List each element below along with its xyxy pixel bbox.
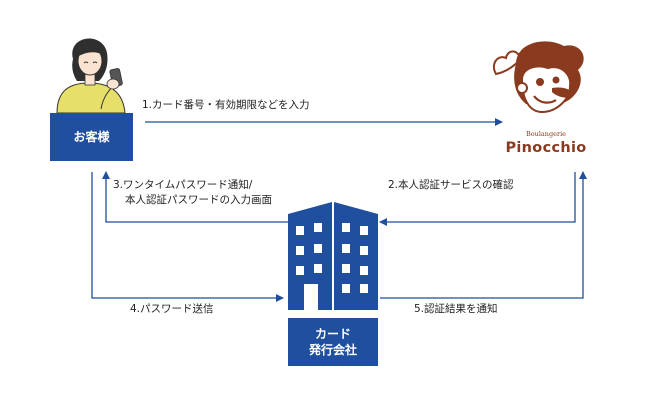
step3-label: 3.ワンタイムパスワード通知/ 本人認証パスワードの入力画面 [113, 178, 272, 208]
card-company-label-line1: カード [314, 326, 351, 341]
arrow-step5 [380, 171, 587, 299]
office-building-icon [288, 202, 378, 310]
step2-label: 2.本人認証サービスの確認 [388, 179, 514, 191]
customer-label: お客様 [73, 129, 110, 144]
customer-node: お客様 [50, 113, 133, 161]
brand-name: Pinocchio [505, 140, 587, 156]
step4-label: 4.パスワード送信 [130, 303, 214, 315]
card-company-node: カード 発行会社 [288, 318, 378, 366]
arrow-step2 [379, 172, 576, 226]
step3-label-line2: 本人認証パスワードの入力画面 [125, 194, 272, 207]
card-company-label-line2: 発行会社 [308, 343, 357, 357]
arrow-step3 [102, 171, 288, 223]
brand-subtitle: Boulangerie [525, 130, 567, 138]
arrow-step4 [91, 172, 284, 302]
step1-label: 1.カード番号・有効期限などを入力 [142, 99, 310, 111]
person-with-phone-icon [56, 38, 126, 113]
mascot-logo-icon [492, 41, 584, 114]
step3-label-line1: 3.ワンタイムパスワード通知/ [113, 179, 253, 191]
step5-label: 5.認証結果を通知 [414, 303, 498, 315]
